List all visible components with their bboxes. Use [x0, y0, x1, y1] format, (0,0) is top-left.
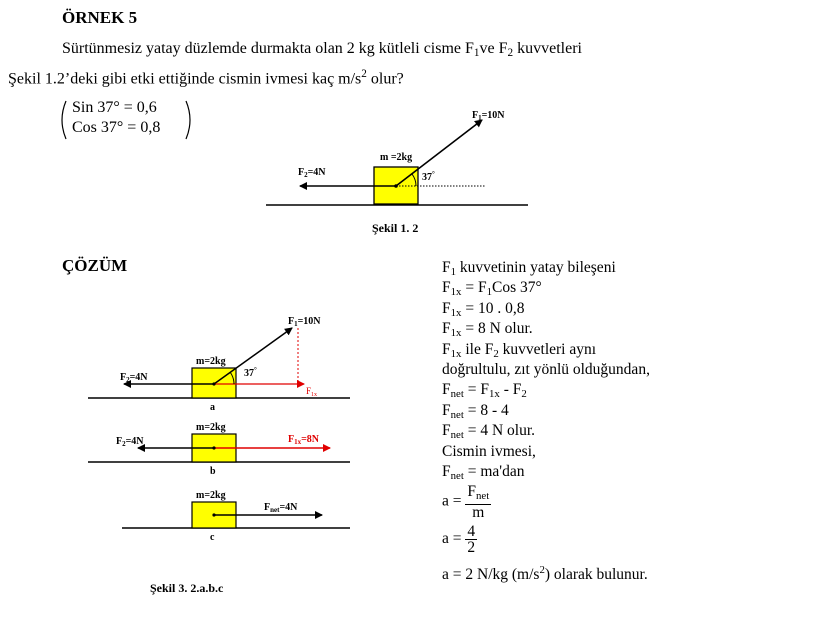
- cos-value: Cos 37° = 0,8: [72, 119, 161, 136]
- figure-3-caption: Şekil 3. 2.a.b.c: [150, 581, 224, 595]
- sol-line-10: Cismin ivmesi,: [442, 442, 536, 460]
- f1-label: F1=10N: [472, 110, 505, 122]
- f1-label-a: F1=10N: [288, 316, 321, 328]
- f1-arrow: [395, 119, 483, 187]
- mass-label: m =2kg: [380, 152, 412, 163]
- figure-1-caption: Şekil 1. 2: [372, 221, 418, 235]
- sol-line-2: F1x = F1Cos 37°: [442, 279, 542, 299]
- f2-label: F2=4N: [298, 167, 326, 179]
- sol-line-4: F1x = 8 N olur.: [442, 320, 533, 340]
- sol-line-7: Fnet = F1x - F2: [442, 381, 527, 401]
- sol-line-8: Fnet = 8 - 4: [442, 401, 509, 421]
- label-b: b: [210, 466, 216, 477]
- question-line-2: Şekil 1.2’deki gibi etki ettiğinde cismi…: [8, 68, 404, 88]
- f2-label-b: F2=4N: [116, 436, 144, 448]
- sol-line-9: Fnet = 4 N olur.: [442, 422, 536, 442]
- angle-label-a: 37°: [244, 366, 257, 379]
- mass-label-c: m=2kg: [196, 490, 226, 501]
- sol-line-6: doğrultulu, zıt yönlü olduğundan,: [442, 360, 650, 378]
- mass-label-b: m=2kg: [196, 422, 226, 433]
- sol-line-3: F1x = 10 . 0,8: [442, 299, 525, 319]
- sol-line-14: a = 2 N/kg (m/s2) olarak bulunur.: [442, 564, 648, 584]
- f1x-label-b: F1x=8N: [288, 434, 320, 446]
- angle-label: 37°: [422, 170, 435, 183]
- figure-1-2: F1=10N m =2kg F2=4N 37° Şekil 1. 2: [266, 110, 528, 235]
- f2-label-a: F2=4N: [120, 372, 148, 384]
- sol-line-5: F1x ile F2 kuvvetleri aynı: [442, 340, 597, 360]
- sol-line-1: F1 kuvvetinin yatay bileşeni: [442, 259, 616, 278]
- label-a: a: [210, 402, 215, 413]
- question-line-1: Sürtünmesiz yatay düzlemde durmakta olan…: [62, 40, 582, 59]
- f1-arrow-a: [213, 327, 293, 385]
- solution-heading: ÇÖZÜM: [62, 256, 128, 275]
- f1x-label-a: F1x: [306, 386, 317, 398]
- example-title: ÖRNEK 5: [62, 8, 138, 27]
- label-c: c: [210, 532, 215, 543]
- sin-value: Sin 37° = 0,6: [72, 99, 157, 116]
- mass-label-a: m=2kg: [196, 356, 226, 367]
- sol-line-11: Fnet = ma'dan: [442, 462, 525, 482]
- solution-text: F1 kuvvetinin yatay bileşeni F1x = F1Cos…: [442, 258, 650, 584]
- figure-3: F1=10N m=2kg F2=4N 37° F1x a m=2kg F2=4N…: [88, 316, 350, 595]
- angle-arc: [411, 173, 417, 187]
- given-values: Sin 37° = 0,6 Cos 37° = 0,8: [56, 98, 196, 142]
- fnet-label-c: Fnet=4N: [264, 502, 298, 514]
